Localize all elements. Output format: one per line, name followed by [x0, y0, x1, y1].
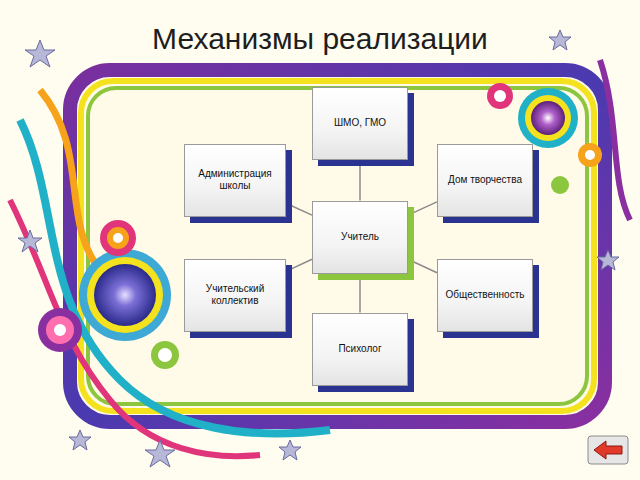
box-label: Учитель [338, 231, 382, 243]
connector-line [286, 259, 312, 271]
process-box: Учитель [312, 201, 408, 274]
box-label: Психолог [335, 343, 384, 355]
connector-line [360, 160, 361, 201]
process-box: Учительский коллектив [184, 259, 286, 332]
process-box: Администрация школы [184, 144, 286, 217]
box-label: Общественность [443, 289, 528, 301]
process-box: Общественность [437, 259, 533, 332]
box-label: Администрация школы [185, 168, 285, 192]
connector-line [286, 203, 312, 215]
connector-line [408, 259, 437, 272]
process-box: ШМО, ГМО [312, 87, 408, 160]
box-label: ШМО, ГМО [331, 117, 389, 129]
connector-line [360, 274, 361, 313]
box-label: Учительский коллектив [185, 283, 285, 307]
box-label: Дом творчества [445, 174, 525, 186]
process-box: Дом творчества [437, 144, 533, 217]
connector-line [408, 202, 437, 215]
back-button [588, 436, 628, 464]
process-box: Психолог [312, 313, 408, 386]
slide-title: Механизмы реализации [0, 22, 640, 56]
